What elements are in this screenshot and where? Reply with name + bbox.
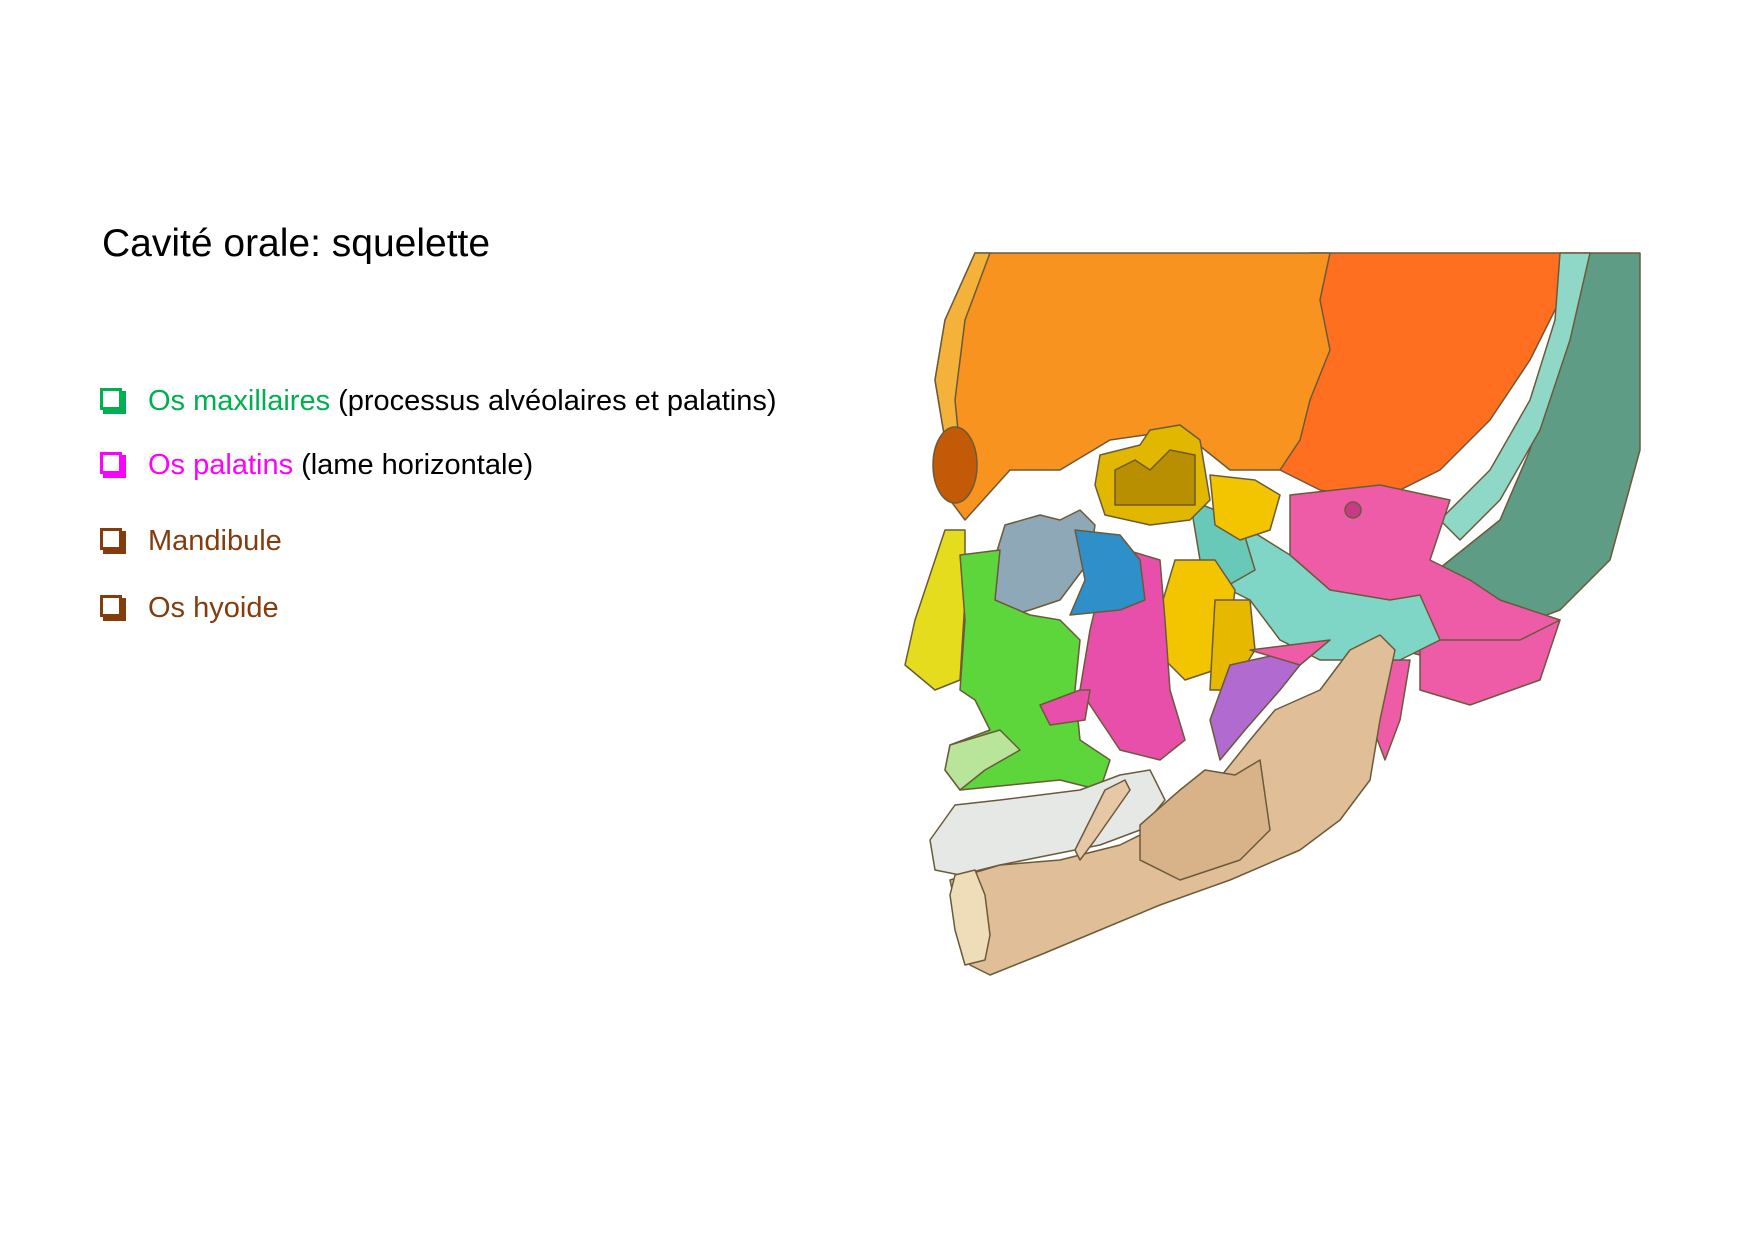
lacrimal-bone <box>1069 529 1146 616</box>
checkbox-square-icon <box>100 528 126 554</box>
ethmoid-bone <box>984 509 1096 621</box>
pterygoid-process <box>1159 559 1236 681</box>
bullet-note: (lame horizontale) <box>301 449 534 481</box>
bullet-os-hyoide: Os hyoide <box>100 588 279 628</box>
checkbox-square-icon <box>100 595 126 621</box>
slide-title: Cavité orale: squelette <box>102 222 491 265</box>
checkbox-square-icon <box>100 452 126 478</box>
mandible-bone <box>949 634 1396 976</box>
palatine-bone <box>1079 544 1186 761</box>
petrous-part <box>1199 524 1441 661</box>
frontal-bone <box>934 252 1331 521</box>
temporal-bone <box>1289 484 1561 661</box>
bullet-term: Os maxillaires <box>148 385 331 417</box>
bullet-term: Os hyoide <box>148 592 279 624</box>
parietal-bone <box>1279 252 1571 501</box>
maxilla-bone <box>944 549 1111 791</box>
bullet-note: (processus alvéolaires et palatins) <box>338 385 777 417</box>
bullet-term: Mandibule <box>148 525 282 557</box>
bullet-mandibule: Mandibule <box>100 521 282 561</box>
bullet-term: Os palatins <box>148 449 294 481</box>
bullet-os-maxillaires: Os maxillaires (processus alvéolaires et… <box>100 381 777 421</box>
checkbox-square-icon <box>100 388 126 414</box>
sphenoid-bone <box>1094 424 1211 526</box>
upper-teeth <box>929 769 1166 876</box>
nasal-bone <box>904 529 966 691</box>
occipital-bone <box>1399 252 1641 641</box>
bullet-os-palatins: Os palatins (lame horizontale) <box>100 445 533 485</box>
vomer-bone <box>1209 654 1301 761</box>
